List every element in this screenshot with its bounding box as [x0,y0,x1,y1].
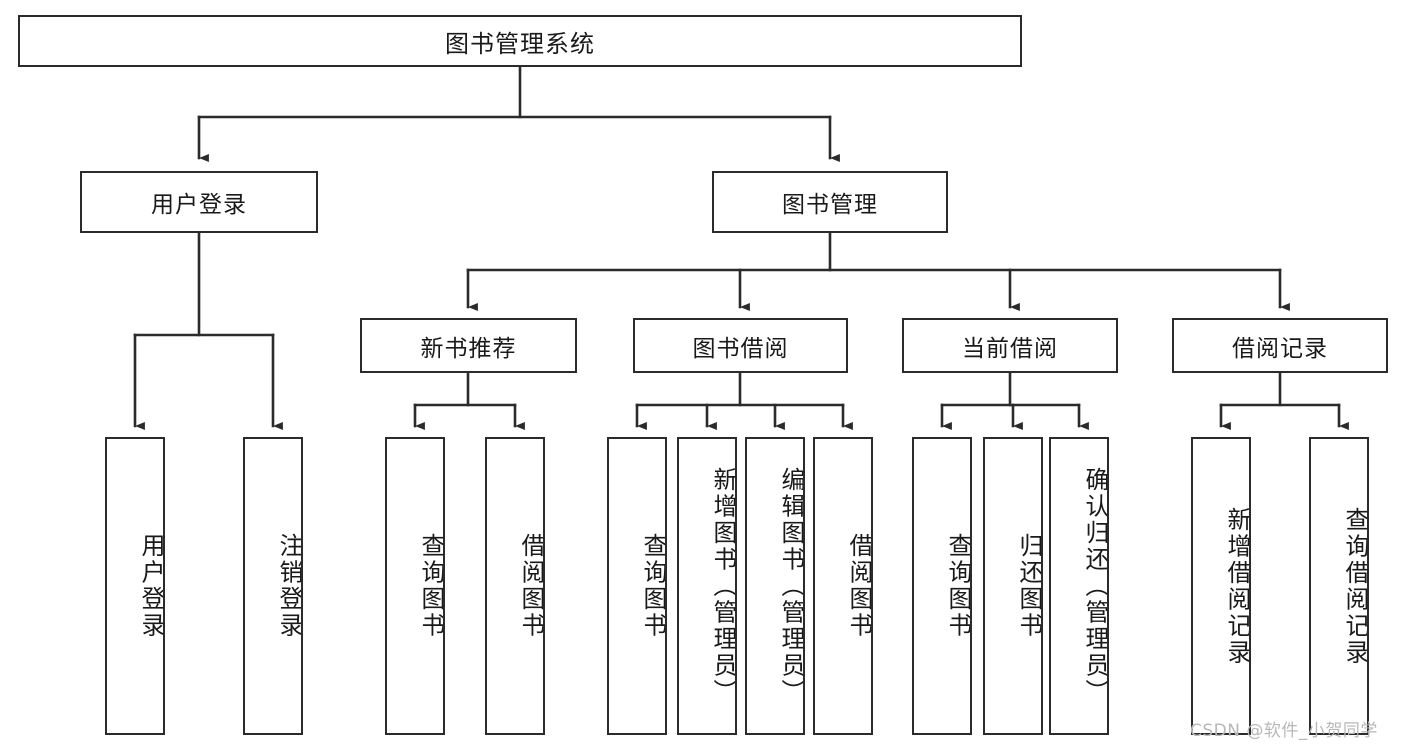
node-label: 查询图书 [417,533,445,639]
node-label: 借阅图书 [517,533,545,639]
node-label: 用户登录 [137,533,165,639]
node-book-manage[interactable]: 图书管理 [712,171,948,233]
node-leaf-user-logout[interactable]: 注销登录 [243,437,303,735]
node-label: 查询借阅记录 [1341,506,1369,666]
node-leaf-record-query[interactable]: 查询借阅记录 [1309,437,1369,735]
node-leaf-recommend-borrow-book[interactable]: 借阅图书 [485,437,545,735]
node-leaf-borrow-borrow-book[interactable]: 借阅图书 [813,437,873,735]
node-label: 借阅记录 [1232,335,1328,362]
node-leaf-current-return-book[interactable]: 归还图书 [983,437,1043,735]
node-leaf-borrow-add-book[interactable]: 新增图书（管理员） [677,437,737,735]
node-leaf-borrow-edit-book[interactable]: 编辑图书（管理员） [745,437,805,735]
node-leaf-borrow-query-book[interactable]: 查询图书 [607,437,667,735]
node-user-login[interactable]: 用户登录 [80,171,318,233]
node-leaf-user-login[interactable]: 用户登录 [105,437,165,735]
node-label: 当前借阅 [962,335,1058,362]
node-root-system[interactable]: 图书管理系统 [18,15,1022,67]
node-label: 新书推荐 [420,335,517,362]
csdn-watermark: CSDN @软件_小贺同学 [1190,721,1378,741]
node-current-borrow[interactable]: 当前借阅 [902,318,1118,373]
node-borrow-record[interactable]: 借阅记录 [1172,318,1388,373]
node-label: 新增借阅记录 [1223,506,1251,666]
node-new-book-recommend[interactable]: 新书推荐 [360,318,577,373]
node-book-borrow[interactable]: 图书借阅 [633,318,848,373]
node-leaf-record-add[interactable]: 新增借阅记录 [1191,437,1251,735]
node-label: 注销登录 [275,533,303,639]
node-label: 查询图书 [944,533,972,639]
node-label: 借阅图书 [845,533,873,639]
node-label: 图书借阅 [692,335,789,362]
node-label: 新增图书（管理员） [709,466,737,706]
node-label: 图书管理 [782,192,878,218]
node-leaf-current-query-book[interactable]: 查询图书 [912,437,972,735]
node-label: 查询图书 [639,533,667,639]
node-label: 图书管理系统 [445,29,595,58]
node-label: 用户登录 [151,192,247,218]
node-label: 归还图书 [1015,533,1043,639]
node-label: 确认归还（管理员） [1081,466,1109,706]
node-label: 编辑图书（管理员） [777,466,805,706]
node-leaf-current-confirm-return[interactable]: 确认归还（管理员） [1049,437,1109,735]
node-leaf-recommend-query-book[interactable]: 查询图书 [385,437,445,735]
